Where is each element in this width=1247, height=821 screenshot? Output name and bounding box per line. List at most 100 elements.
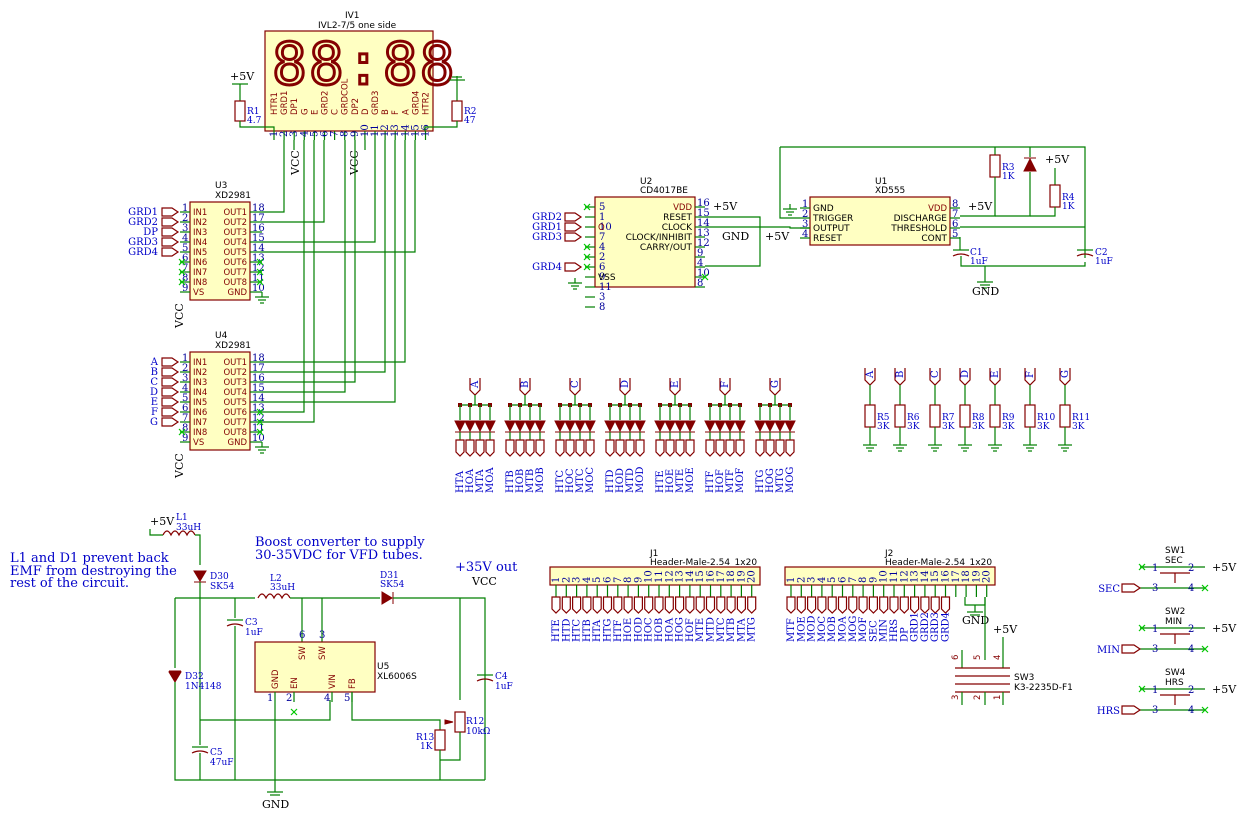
driver-pin-label: OUT6 xyxy=(223,258,247,268)
u1-pin-number: 2 xyxy=(802,209,808,220)
header-pin-number: 1 xyxy=(551,577,562,583)
r13-value: 1K xyxy=(420,742,433,752)
seg-res-ref: R5 xyxy=(877,413,890,423)
u1-right-label: THRESHOLD xyxy=(890,224,947,234)
mux-net-label: HTB xyxy=(505,470,516,493)
sw3-supply-label: +5V xyxy=(993,623,1018,636)
header-pin-number: 11 xyxy=(654,570,665,583)
seg-res-value: 3K xyxy=(1002,422,1015,432)
display-pin-number: 1 xyxy=(269,131,280,137)
j2-gnd-label: GND xyxy=(962,614,989,627)
u2-pin-number: 14 xyxy=(697,218,710,229)
display-pin-label: A xyxy=(401,109,411,115)
header-net-label: HOE xyxy=(623,618,634,642)
u2-pin-number: 1 xyxy=(599,212,605,223)
u5-pin-label: SW xyxy=(298,646,308,660)
display-pin-number: 12 xyxy=(380,124,391,137)
u1-pin-number: 8 xyxy=(952,199,958,210)
switch-supply-label: +5V xyxy=(1212,622,1237,635)
driver-pin-label: OUT7 xyxy=(223,268,247,278)
switch-pin-number: 3 xyxy=(1152,583,1158,594)
sw3-value: K3-2235D-F1 xyxy=(1014,683,1073,693)
driver-pin-number: 15 xyxy=(252,233,265,244)
mux-net-label: MTB xyxy=(525,469,536,493)
header-net-label: MOB xyxy=(827,616,838,642)
display-pin-label: GRD4 xyxy=(411,91,421,115)
u2-right-label: CARRY/OUT xyxy=(640,243,693,253)
u1-right-label: CONT xyxy=(921,234,947,244)
display-pin-number: 6 xyxy=(320,131,331,137)
driver-pin-number: 13 xyxy=(252,253,265,264)
u2-vss-label: VSS xyxy=(598,273,616,283)
switch-value: HRS xyxy=(1165,678,1184,688)
header-net-label: HTB xyxy=(582,619,593,642)
u5-pin-number: 2 xyxy=(286,693,292,704)
header-pin-number: 15 xyxy=(930,570,941,583)
mux-net-label: MTF xyxy=(725,469,736,493)
driver-pin-number: 17 xyxy=(252,213,265,224)
u5-body xyxy=(254,641,376,693)
seg-net-label: A xyxy=(865,370,876,379)
driver-pin-label: IN1 xyxy=(193,358,207,368)
header-pin-number: 5 xyxy=(827,577,838,583)
driver-pin-label: OUT2 xyxy=(223,368,247,378)
u2-pin-number: 10 xyxy=(599,222,612,233)
driver-pin-number: 3 xyxy=(182,223,188,234)
driver-pin-number: 18 xyxy=(252,203,265,214)
mux-net-label: HOE xyxy=(665,469,676,493)
mux-segment-label: E xyxy=(670,381,681,388)
u2-right-label: CLOCK/INHIBIT xyxy=(626,233,693,243)
u1-pin-number: 3 xyxy=(802,219,808,230)
driver-pin-label: IN7 xyxy=(193,418,207,428)
display-pin-label: C xyxy=(331,109,341,115)
l1-ref: L1 xyxy=(176,513,188,523)
display-pin-number: 9 xyxy=(350,131,361,137)
u1-body xyxy=(809,196,951,246)
u1-pin-number: 6 xyxy=(952,219,958,230)
display-pin-number: 5 xyxy=(309,131,320,137)
u2-input-label: GRD3 xyxy=(532,232,562,243)
display-ref: IV1 xyxy=(345,11,360,21)
u1-right-label: VDD xyxy=(928,204,947,214)
r1-ref: R1 xyxy=(247,107,260,117)
header-pin-number: 19 xyxy=(736,570,747,583)
header-pin-number: 2 xyxy=(561,577,572,583)
driver-pin-number: 10 xyxy=(252,283,265,294)
header-net-label: DP xyxy=(899,627,910,642)
d30-value: SK54 xyxy=(210,582,235,592)
driver-pin-label: IN8 xyxy=(193,428,207,438)
u2-pin-number: 9 xyxy=(697,248,703,259)
r1-supply-label: +5V xyxy=(230,70,255,83)
driver-pin-number: 18 xyxy=(252,353,265,364)
u1-pin-number: 4 xyxy=(802,229,808,240)
switch-pin-number: 4 xyxy=(1188,644,1194,655)
display-pin-number: 16 xyxy=(421,124,432,137)
u5-pin-number: 1 xyxy=(267,693,273,704)
switch-value: MIN xyxy=(1165,617,1182,627)
u2-right-label: CLOCK xyxy=(662,223,693,233)
mux-net-label: HTD xyxy=(605,470,616,493)
display-pin-label: G xyxy=(300,108,310,115)
svg-text:6: 6 xyxy=(951,655,961,660)
u3-value: XD2981 xyxy=(215,191,251,201)
driver-pin-label: IN3 xyxy=(193,378,207,388)
header-net-label: HTA xyxy=(592,619,603,642)
header-net-label: MIN xyxy=(879,619,890,642)
display-pin-label: GRD2 xyxy=(321,91,331,115)
switch-pin-number: 3 xyxy=(1152,644,1158,655)
j2-ref: J2 xyxy=(884,549,893,559)
boost-note-line1: Boost converter to supply xyxy=(255,535,425,550)
driver-pin-label: OUT3 xyxy=(223,228,247,238)
l2-ref: L2 xyxy=(270,574,282,584)
header-net-label: MOA xyxy=(838,616,849,642)
header-pin-number: 5 xyxy=(592,577,603,583)
seg-net-label: D xyxy=(960,370,971,378)
u2-pin-number: 8 xyxy=(599,302,605,313)
driver-input-label: D xyxy=(150,387,158,398)
vcc-label-3: VCC xyxy=(173,303,186,329)
u4-body xyxy=(189,351,251,451)
header-pin-number: 4 xyxy=(817,577,828,583)
header-pin-number: 9 xyxy=(633,577,644,583)
